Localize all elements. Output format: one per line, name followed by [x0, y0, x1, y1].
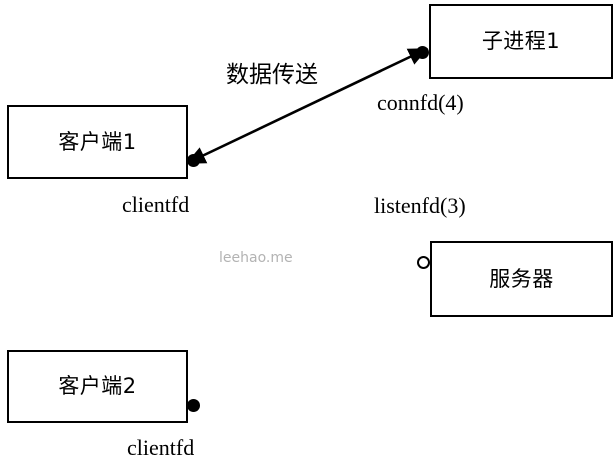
port-label-server-listenfd: listenfd(3) — [374, 193, 466, 218]
port-dot-client-2-clientfd[interactable] — [186, 398, 200, 412]
node-client-1-label: 客户端1 — [58, 129, 137, 154]
port-label-client-1-clientfd: clientfd — [122, 192, 190, 217]
port-dot-child-1-connfd[interactable] — [415, 45, 429, 59]
node-child-process-1-label: 子进程1 — [481, 29, 561, 53]
node-client-2-label: 客户端2 — [58, 374, 137, 398]
node-server-label: 服务器 — [489, 266, 554, 291]
edge-label-data-transfer: 数据传送 — [226, 62, 318, 87]
node-child-process-1[interactable]: 子进程1 — [429, 4, 613, 79]
port-label-child-1-connfd: connfd(4) — [377, 90, 464, 115]
node-client-1[interactable]: 客户端1 — [7, 105, 188, 179]
node-client-2[interactable]: 客户端2 — [7, 350, 188, 423]
port-dot-client-1-clientfd[interactable] — [186, 153, 200, 167]
port-label-client-2-clientfd: clientfd — [127, 435, 195, 460]
watermark: leehao.me — [219, 250, 293, 266]
port-ring-server-listenfd[interactable] — [416, 255, 430, 269]
node-server[interactable]: 服务器 — [430, 241, 613, 317]
